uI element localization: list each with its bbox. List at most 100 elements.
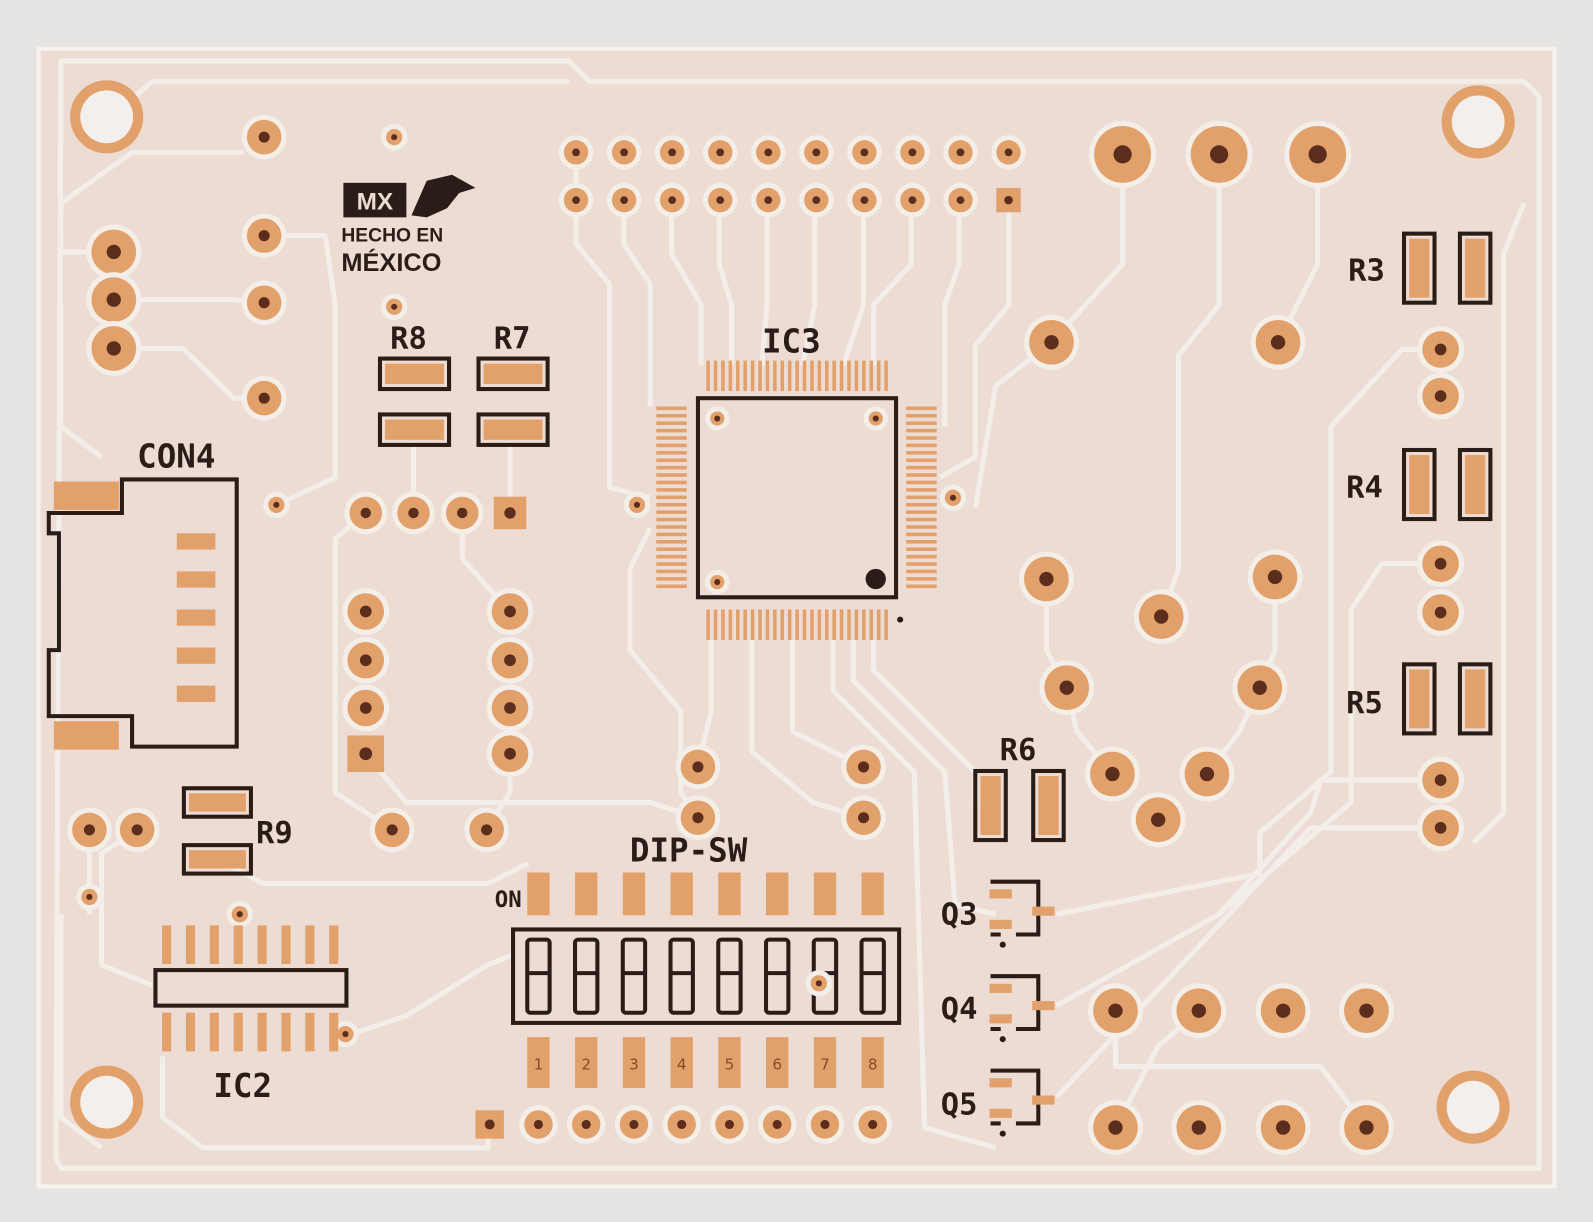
drill-hole (1267, 569, 1283, 585)
drill-hole (1275, 1003, 1291, 1018)
ic-pin (736, 360, 740, 392)
transistor-pad (989, 889, 1012, 899)
drill-hole (236, 911, 243, 918)
label-r3: R3 (1348, 253, 1385, 288)
copper-pads (53, 80, 1515, 1155)
ic-pin (656, 428, 687, 433)
ic-pin (329, 925, 339, 964)
ic-pin (721, 360, 725, 392)
trace (840, 200, 867, 367)
ic-pin (847, 360, 851, 392)
dip-switch-number: 6 (772, 1056, 782, 1074)
drill-hole (484, 1119, 495, 1130)
resistor-outline (181, 786, 253, 819)
resistor-outline (1457, 231, 1493, 305)
connector-mount-pad (53, 481, 119, 510)
drill-hole (860, 196, 869, 205)
dip-switch-lever (716, 937, 743, 1015)
ic-pin (795, 360, 799, 392)
resistor-outline (377, 356, 452, 392)
drill-hole (633, 501, 641, 508)
drill-hole (1308, 145, 1327, 164)
drill-hole (714, 415, 721, 422)
ic-pin (728, 360, 733, 392)
trace (759, 200, 770, 366)
drill-hole (581, 1119, 591, 1130)
dip-switch-pad (718, 872, 741, 916)
ic-pin (906, 502, 937, 507)
pin1-dot (897, 616, 904, 623)
drill-hole (860, 148, 869, 157)
ic-pin (656, 547, 687, 552)
resistor-outline (181, 843, 253, 876)
dip-switch-pad (670, 872, 693, 916)
drill-hole (629, 1119, 639, 1130)
resistor-outline (1402, 231, 1437, 305)
label-q5: Q5 (941, 1087, 978, 1122)
trace (1049, 154, 1126, 345)
drill-hole (858, 812, 870, 824)
ic-pin (780, 360, 785, 392)
ic-pin (656, 502, 687, 507)
resistor-outline (1402, 447, 1437, 522)
dip-switch-lever (763, 937, 791, 1015)
dip-switch-number: 2 (581, 1056, 591, 1074)
dip-switch-lever (859, 937, 886, 1015)
ic-pin (906, 421, 937, 425)
drill-hole (1191, 1003, 1206, 1018)
dip-switch-pad (527, 872, 550, 916)
logo-line1: HECHO EN (341, 226, 443, 247)
drill-hole (820, 1119, 830, 1130)
drill-hole (1359, 1003, 1374, 1018)
drill-hole (1270, 335, 1286, 350)
connector-pad (176, 571, 216, 588)
ic-pin (824, 609, 829, 640)
resistor-outline (377, 412, 452, 447)
drill-hole (1105, 766, 1120, 782)
ic-pin (656, 406, 687, 411)
ic-pin (656, 495, 687, 500)
drill-hole (131, 824, 143, 836)
drill-hole (1252, 680, 1267, 695)
drill-hole (1434, 606, 1447, 619)
drill-hole (1434, 774, 1447, 786)
ic-pin (906, 532, 937, 537)
ic-pin (656, 465, 687, 470)
drill-hole (258, 392, 270, 404)
mounting-hole (1451, 95, 1505, 149)
drill-hole (956, 148, 965, 157)
ic-pin (233, 925, 243, 964)
resistor-outline (1457, 447, 1493, 522)
smd-pad (1464, 669, 1486, 729)
dip-switch-number: 7 (820, 1056, 830, 1074)
label-q3: Q3 (941, 897, 978, 932)
trace (1112, 1010, 1369, 1130)
ic-pin (656, 517, 687, 522)
dip-switch-lever (572, 937, 600, 1015)
ic-pin (656, 569, 687, 574)
drill-hole (391, 303, 398, 310)
ic-pin (824, 360, 829, 392)
drill-hole (908, 148, 917, 157)
trace (58, 914, 104, 1150)
ic-pin (656, 443, 687, 448)
ic-pin (906, 458, 937, 463)
trace (363, 752, 699, 821)
ic-pin (906, 413, 937, 418)
ic-pin (906, 577, 937, 581)
trace (53, 58, 1542, 1171)
ic-pin (656, 473, 687, 477)
trace (1055, 561, 1441, 1008)
ic-pin (906, 480, 937, 485)
silkscreen-outline (46, 477, 239, 749)
label-r4: R4 (1346, 471, 1383, 506)
ic-pin (656, 488, 687, 492)
ic-pin (162, 925, 172, 964)
drill-hole (692, 812, 704, 824)
drill-hole (572, 148, 580, 157)
trace (938, 200, 1012, 480)
trace (344, 952, 514, 1039)
ic-pin (787, 360, 792, 392)
trace (1275, 154, 1321, 344)
drill-hole (106, 292, 121, 307)
